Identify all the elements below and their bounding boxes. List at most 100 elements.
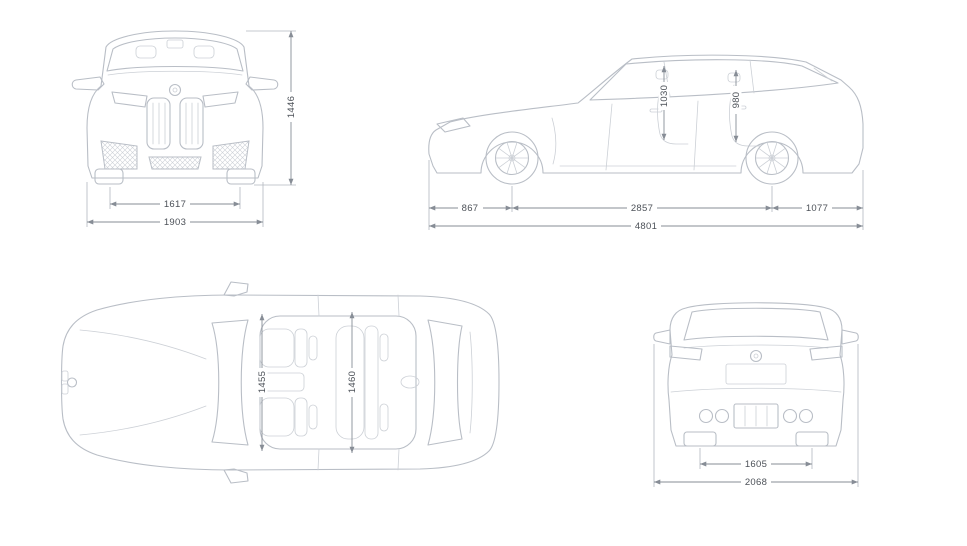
top-body-outline <box>60 294 500 471</box>
rear-wheel-tire <box>745 131 799 185</box>
right-headlight <box>202 91 239 108</box>
rear-left-headrest <box>379 333 389 362</box>
bmw-roundel-front <box>168 83 182 97</box>
top-rear-window-band <box>427 319 463 446</box>
driver-seat-headrest <box>308 335 318 361</box>
exhaust-tip <box>782 408 798 424</box>
dimension-front-interior-width: 1455 <box>257 371 268 393</box>
rear-wheel-rim <box>754 140 790 176</box>
rear-armrest <box>400 375 420 389</box>
dimension-label-bg <box>741 476 771 488</box>
center-air-intake <box>148 156 202 170</box>
rearview-mirror <box>166 39 184 49</box>
rear-dimensions: 1605 2068 <box>653 344 859 488</box>
hood-contour-lower <box>79 405 207 436</box>
dimension-label-bg <box>802 202 832 214</box>
roof-glass-outline <box>259 315 417 450</box>
tailgate-line <box>469 331 473 434</box>
front-right-wheel <box>226 168 256 185</box>
dimension-body-width: 1903 <box>164 217 186 228</box>
dimension-label-bg <box>658 82 670 110</box>
dimension-rear-track: 1605 <box>745 459 767 470</box>
front-wheel-spokes <box>495 142 529 174</box>
side-window-band <box>589 59 839 101</box>
side-headlight <box>436 117 471 133</box>
top-right-mirror <box>223 468 249 484</box>
rear-seat-headrest <box>727 72 741 83</box>
d-pillar <box>813 67 833 82</box>
diffuser-fins <box>744 405 768 427</box>
dimension-overall-length: 4801 <box>635 221 657 232</box>
door-seam-ticks <box>317 294 400 471</box>
bmw-roundel-rear-inner <box>753 353 759 359</box>
rear-right-mirror <box>841 329 859 345</box>
right-mirror <box>245 76 279 91</box>
rear-body-outline <box>667 302 845 447</box>
dimension-label-bg <box>160 198 190 210</box>
dimension-label-bg <box>256 368 268 397</box>
dimension-label-bg <box>741 458 771 470</box>
top-view: 1455 1460 <box>60 281 500 484</box>
top-windshield-band <box>211 319 249 446</box>
front-view: 1446 1617 1903 <box>71 30 297 228</box>
left-headrest <box>135 45 157 59</box>
left-taillight <box>669 345 703 361</box>
dimension-rear-overhang: 1077 <box>806 203 828 214</box>
tailgate-crease <box>683 344 829 349</box>
dimension-front-track: 1617 <box>164 199 186 210</box>
windshield <box>106 37 244 72</box>
side-car-drawing <box>428 54 864 185</box>
left-mirror <box>71 76 105 91</box>
left-kidney-grille <box>146 97 171 150</box>
top-dimensions: 1455 1460 <box>256 312 358 453</box>
front-car-drawing <box>71 30 279 185</box>
front-wheel-tire <box>485 131 539 185</box>
dimension-label-bg <box>730 86 742 114</box>
front-body-outline <box>86 30 264 179</box>
left-air-intake <box>100 140 138 170</box>
rear-right-headrest <box>379 403 389 432</box>
dimension-overall-height: 1446 <box>286 96 297 118</box>
hood-contour-upper <box>79 329 207 360</box>
dimension-width-with-mirrors: 2068 <box>745 477 767 488</box>
dimension-label-bg <box>160 216 190 228</box>
dimension-label-bg <box>285 92 297 122</box>
front-left-wheel <box>94 168 124 185</box>
center-console <box>261 372 305 392</box>
left-headlight <box>111 91 148 108</box>
cowl-line <box>107 70 243 76</box>
fender-vent <box>551 117 557 165</box>
driver-seat-back <box>294 328 308 368</box>
dimension-rear-interior-width: 1460 <box>347 371 358 393</box>
exhaust-tip <box>714 408 730 424</box>
grille-slats <box>152 102 199 145</box>
front-dimensions: 1446 1617 1903 <box>86 30 297 228</box>
rear-bench-back <box>364 325 379 440</box>
dimension-wheelbase: 2857 <box>631 203 653 214</box>
passenger-seat-back <box>294 397 308 437</box>
side-view: 1030 980 867 2857 1077 4801 <box>428 54 864 232</box>
dimension-label-bg <box>346 368 358 397</box>
bmw-roundel-top <box>66 377 78 388</box>
top-car-drawing <box>60 281 500 484</box>
dimension-front-overhang: 867 <box>462 203 479 214</box>
rear-view: 1605 2068 <box>653 302 859 488</box>
nose-kidney-lower <box>61 383 69 395</box>
license-plate-recess <box>725 363 787 385</box>
bmw-roundel-rear <box>749 349 763 363</box>
rear-left-mirror <box>653 329 671 345</box>
driver-seat-cushion <box>259 328 295 368</box>
c-pillar <box>749 59 755 94</box>
bumper-crease <box>670 387 842 393</box>
right-headrest <box>193 45 215 59</box>
top-left-mirror <box>223 281 249 297</box>
right-air-intake <box>212 140 250 170</box>
side-body-outline <box>428 54 864 174</box>
dimension-label-bg <box>458 202 483 214</box>
dimension-label-bg <box>627 202 657 214</box>
rear-left-wheel <box>683 431 717 447</box>
rear-door-seam <box>693 100 699 171</box>
right-kidney-grille <box>179 97 204 150</box>
